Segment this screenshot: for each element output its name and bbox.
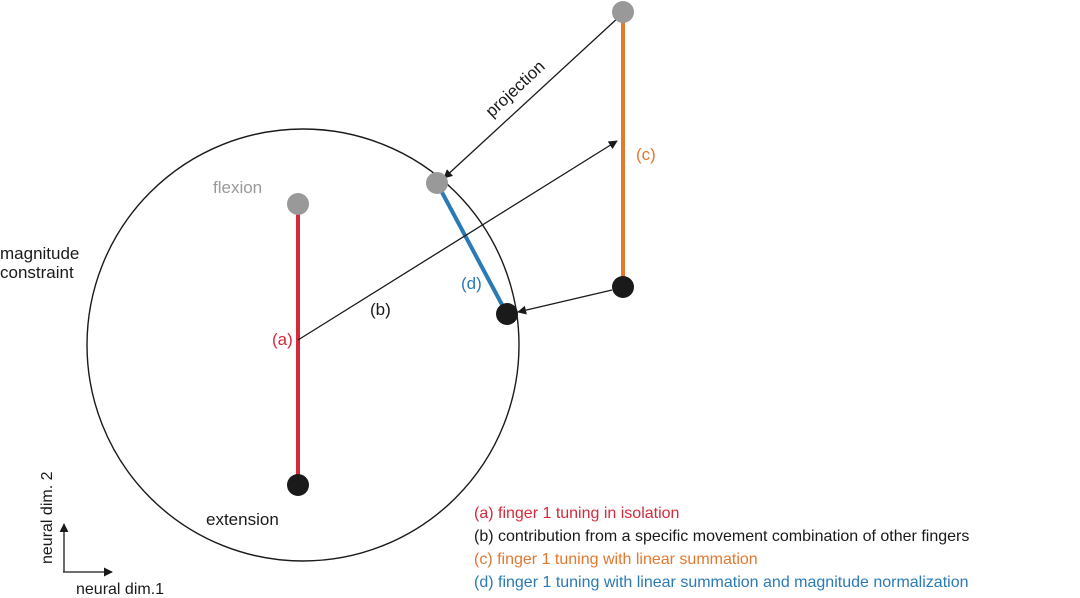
label-a: (a): [272, 330, 293, 349]
label-b: (b): [370, 300, 391, 319]
legend: (a) finger 1 tuning in isolation (b) con…: [474, 505, 969, 591]
legend-item: (a) finger 1 tuning in isolation: [474, 505, 679, 522]
contribution-b-arrow: [297, 140, 618, 341]
legend-item: (c) finger 1 tuning with linear summatio…: [474, 551, 758, 568]
projection-arrow-bottom: [517, 289, 613, 315]
normalized-extension-point: [496, 303, 518, 325]
magnitude-constraint-label-line2: constraint: [0, 263, 74, 282]
label-d: (d): [461, 274, 482, 293]
projection-label: projection: [482, 57, 549, 121]
legend-item: (b) contribution from a specific movemen…: [474, 528, 969, 545]
flexion-label: flexion: [213, 178, 262, 197]
normalized-flexion-point: [426, 172, 448, 194]
summed-extension-point: [612, 276, 634, 298]
magnitude-constraint-circle: [86, 128, 520, 562]
extension-label: extension: [206, 510, 279, 529]
axis-y-label: neural dim. 2: [39, 471, 56, 564]
projection-arrow-top: [443, 7, 630, 179]
flexion-point: [287, 193, 309, 215]
axis-x-label: neural dim.1: [76, 581, 164, 598]
legend-item: (d) finger 1 tuning with linear summatio…: [474, 574, 968, 591]
tuning-d-line: [435, 182, 509, 315]
extension-point: [287, 474, 309, 496]
magnitude-constraint-label-line1: magnitude: [0, 244, 79, 263]
label-c: (c): [636, 145, 656, 164]
summed-flexion-point: [612, 1, 634, 23]
